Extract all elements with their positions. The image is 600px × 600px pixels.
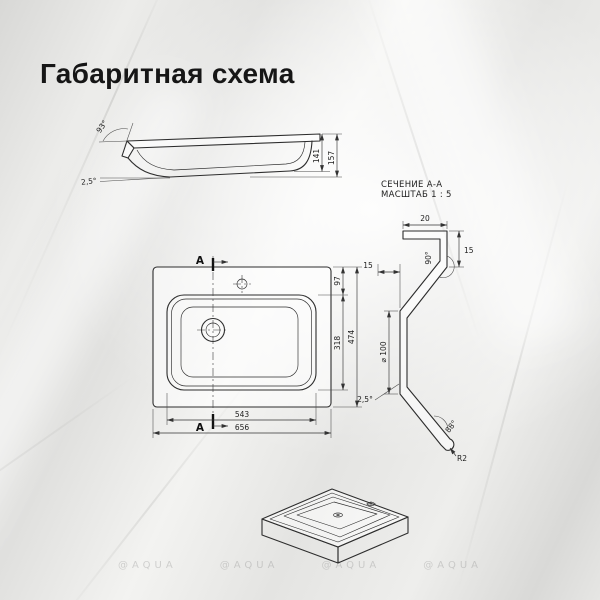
basin-bottom [180,306,299,378]
section-title: СЕЧЕНИЕ А-А [381,180,442,190]
iso-top-face [261,488,409,548]
angle-arc [102,128,129,142]
dim-141-label: 141 [312,149,321,164]
section-letter-bottom: А [196,422,205,434]
watermark-text: @AQUA @AQUA @AQUA @AQUA [117,560,482,571]
dim-15-right-label: 15 [464,246,474,255]
side-bowl-outer [127,140,313,178]
dim-656-label: 656 [235,423,250,432]
dim-474-label: 474 [347,330,356,345]
leader-line [374,383,400,401]
angle-arc [433,415,449,430]
dim-20-label: 20 [420,214,430,223]
angle-taper-label: 2,5° [357,395,373,404]
dim-diameter-100-label: ⌀ 100 [379,341,388,362]
angle-90-label: 90° [424,251,433,265]
sink-outline [152,266,332,408]
basin-rim [166,294,317,391]
angle-2-5-label: 2,5° [81,176,98,187]
iso-basin-opening [283,496,391,538]
iso-view [261,488,409,564]
angle-88-label: 88° [443,418,458,434]
extension-line [124,122,134,147]
extension-line [98,140,128,143]
iso-drain-hole [333,512,343,518]
angle-arc [438,255,455,278]
section-view: СЕЧЕНИЕ А-А МАСШТАБ 1 : 5 20 15 90° 15 ⌀… [357,180,474,463]
radius-r2-label: R2 [457,454,467,463]
iso-drain-dot [336,514,340,516]
side-rim [126,133,321,149]
side-view: 93° 2,5° 141 157 [81,118,342,187]
angle-93-label: 93° [94,118,109,134]
section-scale: МАСШТАБ 1 : 5 [381,190,452,200]
dim-318-label: 318 [333,336,342,351]
iso-basin-bottom [296,501,378,530]
top-view: А А 97 318 474 543 656 [152,255,362,438]
dim-543-label: 543 [235,410,250,419]
dim-97-label: 97 [333,276,342,286]
section-letter-top: А [196,255,205,267]
leader-line [449,447,457,457]
extension-line [99,177,171,182]
dim-157-label: 157 [327,151,336,166]
basin-slope [171,298,312,387]
page-title: Габаритная схема [40,58,295,89]
dim-15-left-label: 15 [363,261,373,270]
side-bowl-inner [136,141,306,171]
iso-rim-line [269,492,400,543]
